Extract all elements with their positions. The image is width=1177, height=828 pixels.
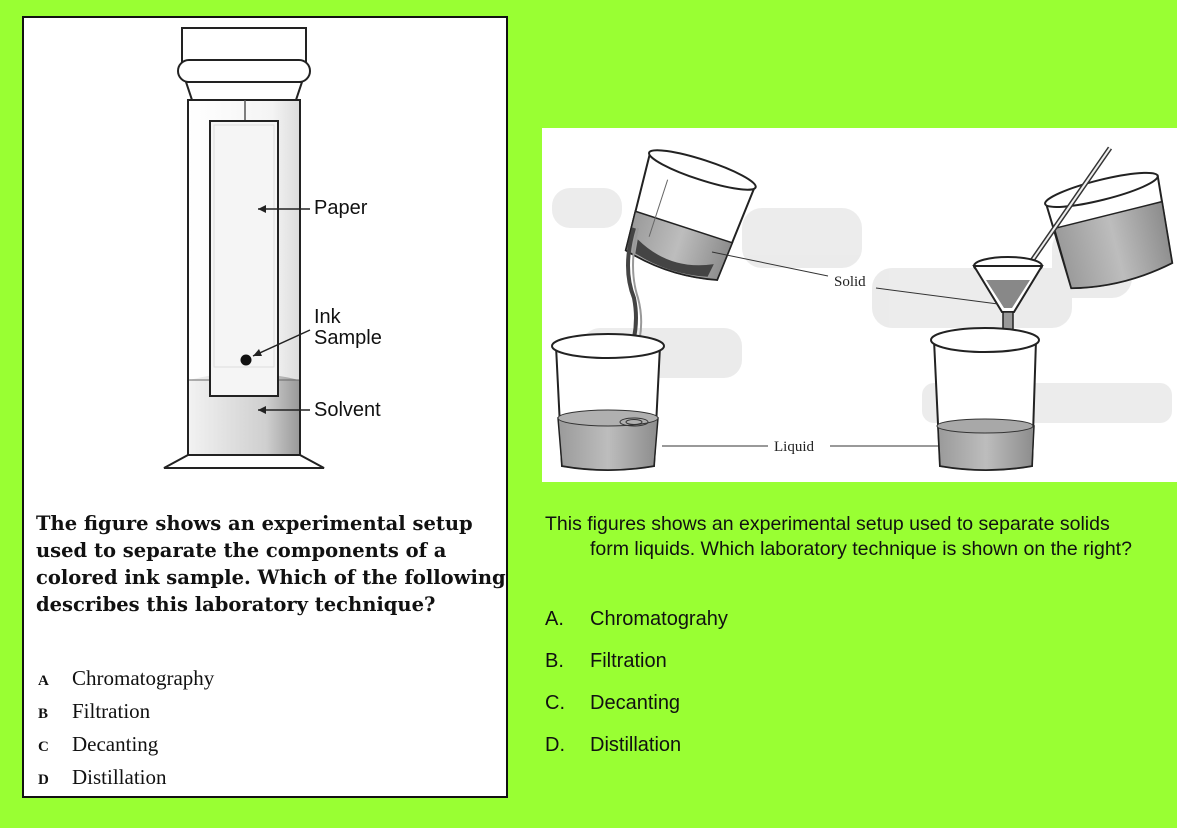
option-letter: B xyxy=(38,706,49,722)
option-letter: C xyxy=(38,739,50,755)
left-option-a[interactable]: A Chromatography xyxy=(38,666,214,693)
option-letter: D xyxy=(38,772,50,788)
decanting-filtration-figure: Solid Liquid xyxy=(542,128,1177,482)
right-option-b[interactable]: B. Filtration xyxy=(545,649,667,673)
option-letter: A. xyxy=(545,608,564,630)
option-text: Decanting xyxy=(590,692,681,714)
option-text: Filtration xyxy=(590,650,667,672)
left-question-panel: Paper Ink Sample Solvent The figure show… xyxy=(22,16,508,798)
left-question-text: The figure shows an experimental setup u… xyxy=(36,512,506,616)
option-letter: B. xyxy=(545,650,564,672)
option-text: Distillation xyxy=(590,734,682,756)
option-text: Distillation xyxy=(72,765,167,789)
option-letter: C. xyxy=(545,692,565,714)
chromatography-figure xyxy=(163,27,325,469)
left-option-d[interactable]: D Distillation xyxy=(38,765,167,792)
option-text: Chromatograhy xyxy=(590,608,728,630)
option-letter: A xyxy=(38,673,50,689)
paper-label: Paper xyxy=(314,197,368,219)
right-option-a[interactable]: A. Chromatograhy xyxy=(545,607,728,631)
option-text: Chromatography xyxy=(72,666,215,690)
right-option-c[interactable]: C. Decanting xyxy=(545,691,680,715)
option-text: Filtration xyxy=(72,699,151,723)
left-option-b[interactable]: B Filtration xyxy=(38,699,150,726)
liquid-label: Liquid xyxy=(772,439,816,455)
solid-label: Solid xyxy=(832,274,868,290)
right-question-text: This figures shows an experimental setup… xyxy=(545,513,1132,560)
solvent-label: Solvent xyxy=(314,399,381,421)
ink-label-line2: Sample xyxy=(314,327,382,349)
slide-title-cropped xyxy=(0,0,1177,8)
right-option-d[interactable]: D. Distillation xyxy=(545,733,681,757)
option-letter: D. xyxy=(545,734,565,756)
option-text: Decanting xyxy=(72,732,159,756)
left-option-c[interactable]: C Decanting xyxy=(38,732,158,759)
ink-label-line1: Ink xyxy=(314,306,341,328)
beakers-illustration xyxy=(551,146,1174,471)
